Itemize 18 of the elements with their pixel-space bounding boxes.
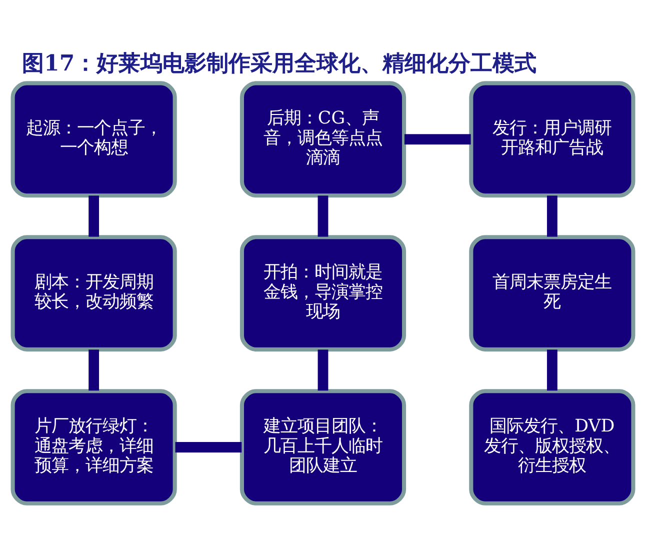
connector [546,196,558,237]
node-box: 片厂放行绿灯：通盘考虑，详细预算，详细方案 [10,389,177,506]
connector [88,196,100,237]
node-box: 发行：用户调研开路和广告战 [469,81,636,198]
connector [318,196,328,237]
connector [318,350,328,391]
node-box: 剧本：开发周期较长，改动频繁 [10,235,177,352]
connector [175,442,242,452]
node-box: 后期：CG、声音，调色等点点滴滴 [240,81,406,198]
diagram-title: 图17：好莱坞电影制作采用全球化、精细化分工模式 [22,50,537,77]
connector [88,350,100,391]
node-box: 建立项目团队：几百上千人临时团队建立 [240,389,406,506]
node-box: 国际发行、DVD发行、版权授权、衍生授权 [469,389,636,506]
connector [404,134,471,145]
node-box: 开拍：时间就是金钱，导演掌控现场 [240,235,406,352]
node-box: 首周末票房定生死 [469,235,636,352]
node-box: 起源：一个点子，一个构想 [10,81,177,198]
connector [546,350,558,391]
